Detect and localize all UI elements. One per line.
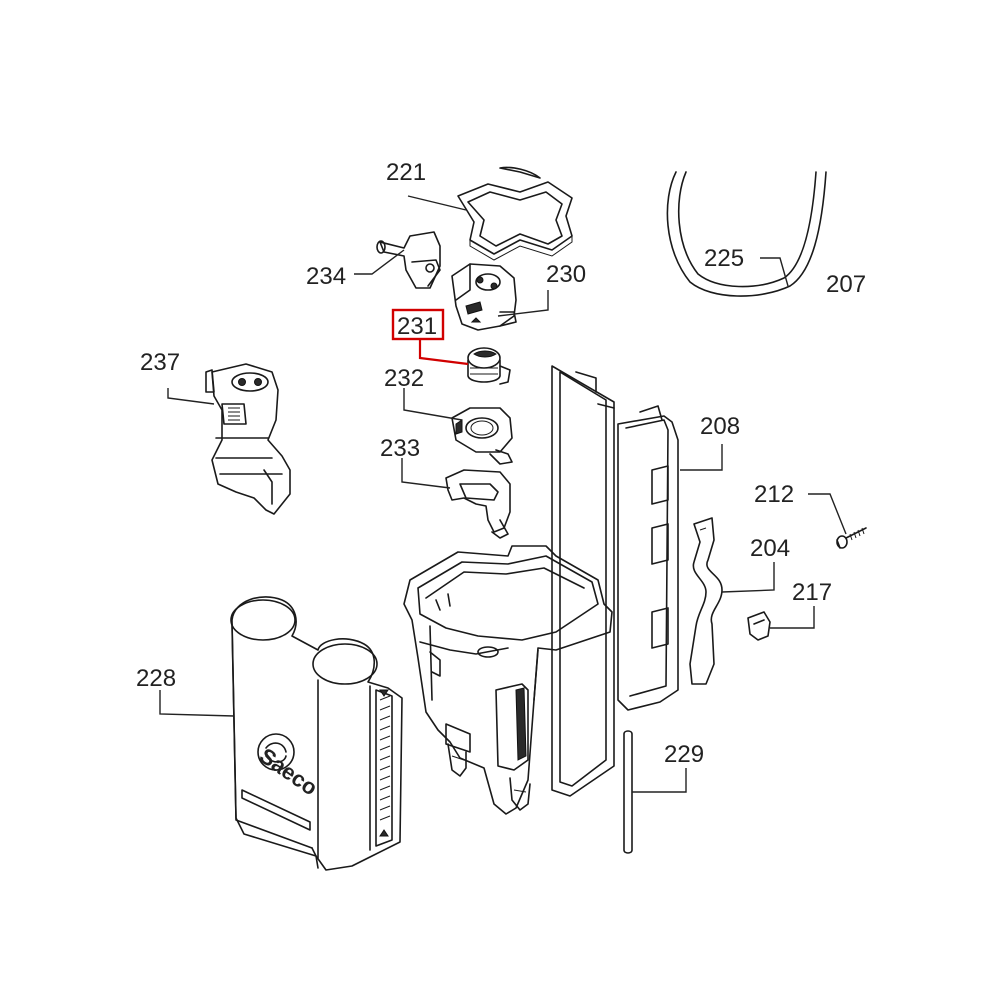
- part-230-valve-housing: [451, 263, 517, 331]
- part-229-rod: [623, 730, 633, 854]
- part-231-valve: [467, 347, 511, 385]
- label-207: 207: [826, 271, 866, 298]
- label-217: 217: [792, 579, 832, 606]
- label-237: 237: [140, 349, 180, 376]
- part-237-dispenser: [205, 363, 291, 515]
- part-208-side-panel: [617, 405, 679, 711]
- part-232-gasket: [451, 407, 513, 465]
- label-230: 230: [546, 261, 586, 288]
- label-229: 229: [664, 741, 704, 768]
- label-228: 228: [136, 665, 176, 692]
- label-208: 208: [700, 413, 740, 440]
- part-228-front-cover: [230, 596, 403, 871]
- part-217-clip: [747, 611, 771, 641]
- label-233: 233: [380, 435, 420, 462]
- label-225: 225: [704, 245, 744, 272]
- label-204: 204: [750, 535, 790, 562]
- part-212-screw: [836, 527, 867, 549]
- highlight-box-231: [391, 308, 445, 341]
- label-232: 232: [384, 365, 424, 392]
- part-225-seal: [666, 171, 827, 297]
- label-234: 234: [306, 263, 346, 290]
- label-212: 212: [754, 481, 794, 508]
- highlight-leader-231: [418, 338, 469, 366]
- label-231: 231: [397, 313, 437, 340]
- brand-logo-text: Saeco: [255, 743, 322, 801]
- part-221-lid-gasket: [457, 166, 573, 261]
- part-234-bracket: [376, 231, 441, 289]
- part-233-holder: [445, 469, 511, 539]
- label-221: 221: [386, 159, 426, 186]
- part-main-body: [403, 365, 615, 815]
- leader-lines: [159, 195, 847, 793]
- part-204-spring: [689, 517, 723, 685]
